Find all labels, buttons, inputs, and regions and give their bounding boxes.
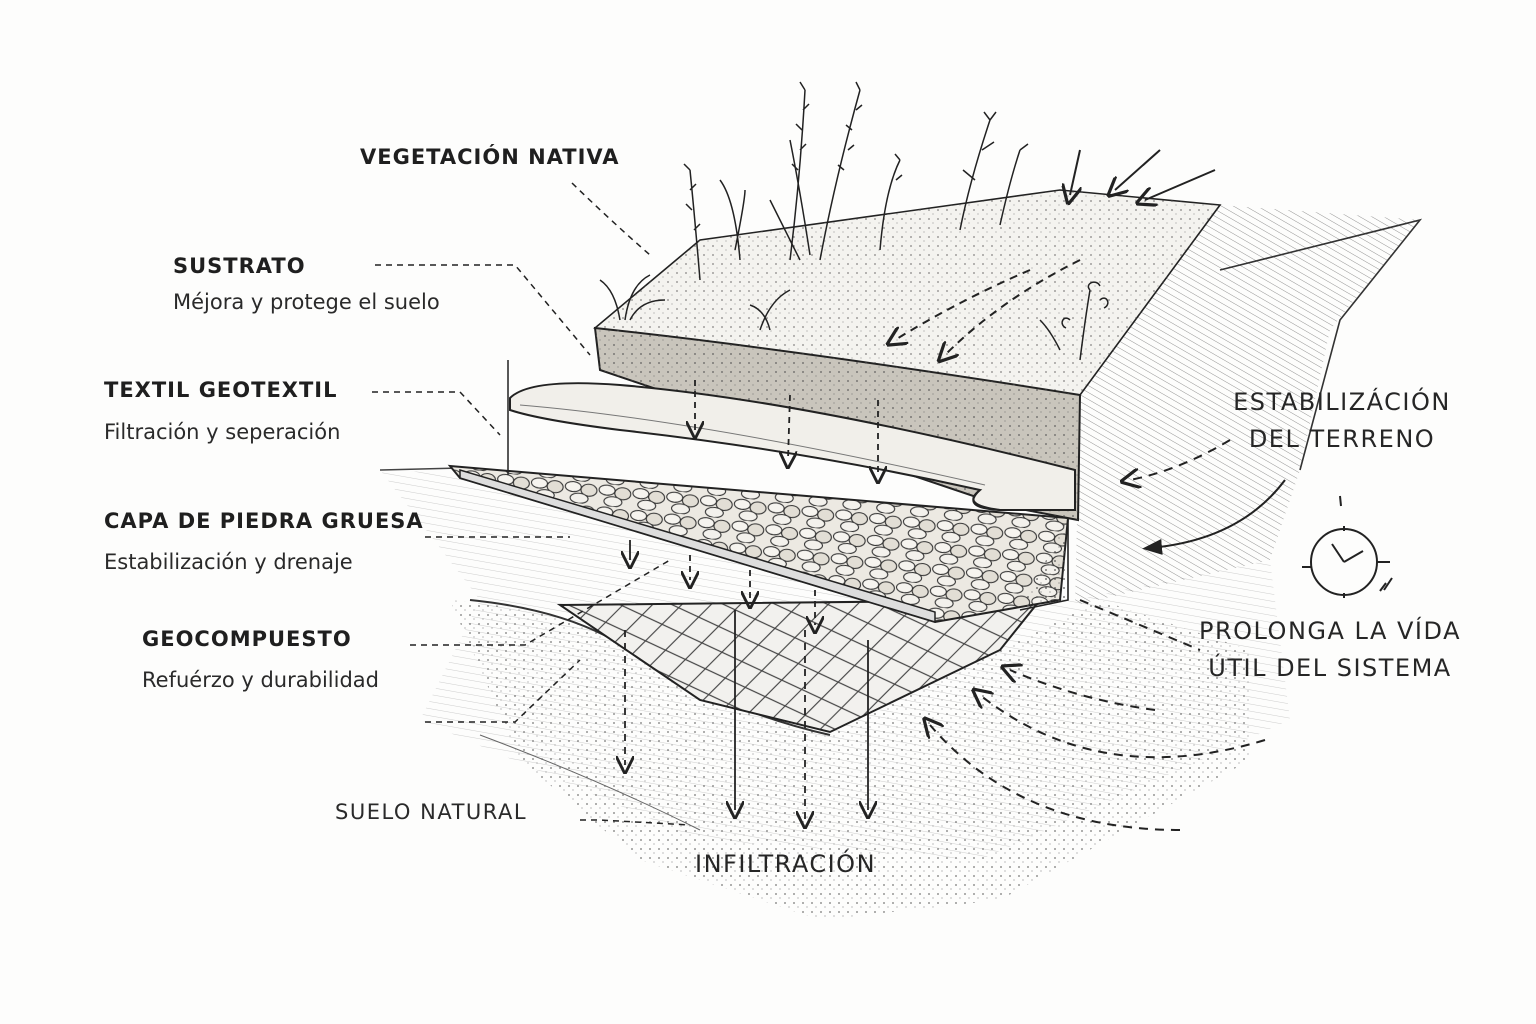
hillside bbox=[1075, 205, 1423, 605]
label-estabilizacion-line2: DEL TERRENO bbox=[1248, 425, 1436, 453]
geotextile-layer bbox=[509, 382, 1076, 511]
stone-layer bbox=[447, 464, 1070, 624]
infiltration-arrows bbox=[625, 380, 878, 820]
label-infiltracion: INFILTRACIÓN bbox=[695, 850, 877, 878]
label-piedra-title: CAPA DE PIEDRA GRUESA bbox=[104, 509, 424, 533]
label-estabilizacion: ESTABILIZÁCIÓN DEL TERRENO bbox=[1222, 388, 1462, 453]
label-estabilizacion-line1: ESTABILIZÁCIÓN bbox=[1233, 388, 1451, 416]
leader-lines bbox=[372, 182, 691, 826]
label-prolonga-line2: ÚTIL DEL SISTEMA bbox=[1208, 654, 1452, 682]
label-suelo-natural: SUELO NATURAL bbox=[335, 800, 528, 824]
surface-runoff-arrows bbox=[895, 149, 1216, 355]
label-sustrato-desc: Méjora y protege el suelo bbox=[173, 290, 440, 314]
label-geotextil-title: TEXTIL GEOTEXTIL bbox=[104, 378, 338, 402]
native-vegetation bbox=[599, 81, 1109, 361]
label-geotextil-desc: Filtración y seperación bbox=[104, 420, 341, 444]
label-geocompuesto-desc: Refuérzo y durabilidad bbox=[142, 668, 379, 692]
label-prolonga-line1: PROLONGA LA VÍDA bbox=[1199, 617, 1461, 645]
label-sustrato-title: SUSTRATO bbox=[173, 254, 306, 278]
label-prolonga: PROLONGA LA VÍDA ÚTIL DEL SISTEMA bbox=[1180, 617, 1480, 682]
lateral-flow-arrows bbox=[930, 439, 1286, 831]
label-vegetacion-nativa: VEGETACIÓN NATIVA bbox=[360, 145, 620, 169]
clock-icon bbox=[1302, 495, 1393, 598]
label-geocompuesto-title: GEOCOMPUESTO bbox=[142, 627, 352, 651]
label-piedra-desc: Estabilización y drenaje bbox=[104, 550, 353, 574]
